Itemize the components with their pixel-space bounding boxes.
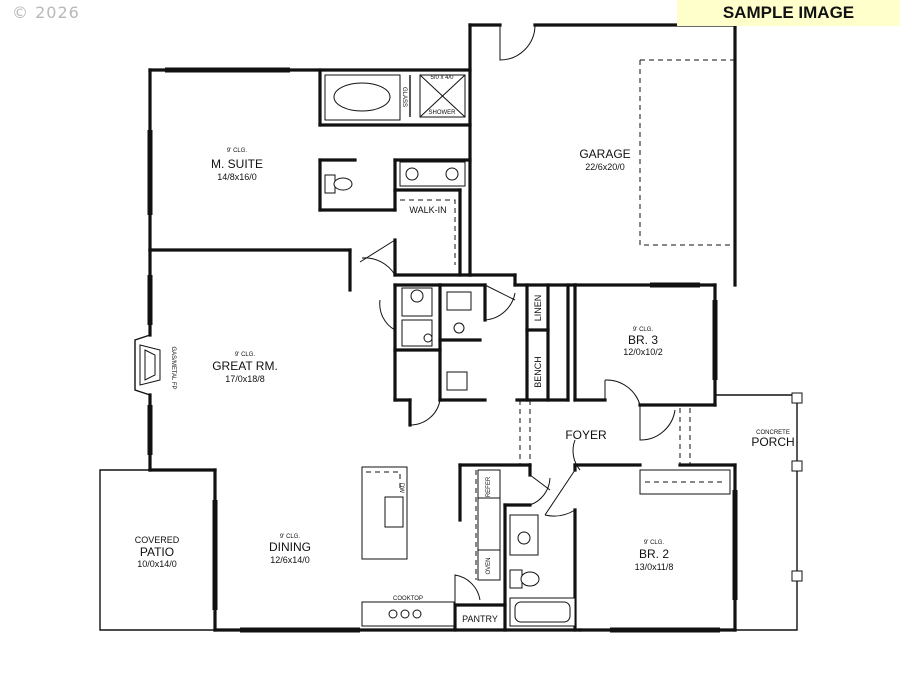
shower-icon <box>409 74 466 118</box>
copyright-watermark: © 2026 <box>12 3 80 22</box>
glass-label: GLASS <box>401 87 407 107</box>
bathtub-icon <box>324 74 401 121</box>
oven-label: OVEN <box>486 557 492 574</box>
walls <box>148 23 737 632</box>
fireplace-label: GAS/METAL FP <box>170 346 176 389</box>
dashed-openings <box>519 59 735 465</box>
windows <box>147 67 738 633</box>
kitchen-island <box>361 466 408 560</box>
bedroom3-name: BR. 3 <box>628 333 658 347</box>
bedroom2-name: BR. 2 <box>639 547 669 561</box>
master-suite-name: M. SUITE <box>211 157 263 171</box>
refer-label: REFER <box>486 476 492 497</box>
great-room-dims: 17/0x18/8 <box>225 374 265 384</box>
door-swings <box>359 24 676 605</box>
patio-dims: 10/0x14/0 <box>137 559 177 569</box>
porch-line2: PORCH <box>751 435 794 449</box>
shower-size-label: 5/0 x 4/0 <box>430 75 454 81</box>
kitchen-counters <box>361 469 501 627</box>
garage-dims: 22/6x20/0 <box>585 162 625 172</box>
vanity-sinks <box>399 161 466 187</box>
br2-closet <box>639 469 731 495</box>
pantry-name: PANTRY <box>462 614 498 624</box>
washer-dryer-icon <box>401 287 472 391</box>
dining-dims: 12/6x14/0 <box>270 555 310 565</box>
fireplace-icon <box>134 334 161 396</box>
bench-label: BENCH <box>533 356 543 388</box>
sample-image-badge: SAMPLE IMAGE <box>677 0 900 26</box>
patio-line2: PATIO <box>140 545 174 559</box>
bedroom3-ceiling: 9' CLG. <box>633 327 653 333</box>
porch-line1: CONCRETE <box>756 430 790 436</box>
dining-ceiling: 9' CLG. <box>280 534 300 540</box>
bedroom2-ceiling: 9' CLG. <box>644 540 664 546</box>
bath2-fixtures <box>509 514 576 627</box>
foyer-name: FOYER <box>565 428 607 442</box>
dishwasher-label: DW <box>398 483 404 493</box>
patio-outline <box>99 469 215 631</box>
patio-line1: COVERED <box>135 535 180 545</box>
bedroom2-dims: 13/0x11/8 <box>635 562 674 572</box>
great-room-name: GREAT RM. <box>212 359 278 373</box>
cooktop-label: COOKTOP <box>393 596 423 602</box>
bedroom3-dims: 12/0x10/2 <box>623 347 663 357</box>
master-suite-ceiling: 9' CLG. <box>227 148 247 154</box>
master-suite-dims: 14/8x16/0 <box>217 172 257 182</box>
linen-label: LINEN <box>533 295 543 322</box>
dining-name: DINING <box>269 540 311 554</box>
walk-in-name: WALK-IN <box>409 205 446 215</box>
toilet-icon <box>324 174 353 194</box>
garage-name: GARAGE <box>579 147 630 161</box>
great-room-ceiling: 9' CLG. <box>235 352 255 358</box>
porch-outline <box>715 392 803 631</box>
walkin-rod <box>400 199 456 265</box>
shower-label: SHOWER <box>429 110 457 116</box>
